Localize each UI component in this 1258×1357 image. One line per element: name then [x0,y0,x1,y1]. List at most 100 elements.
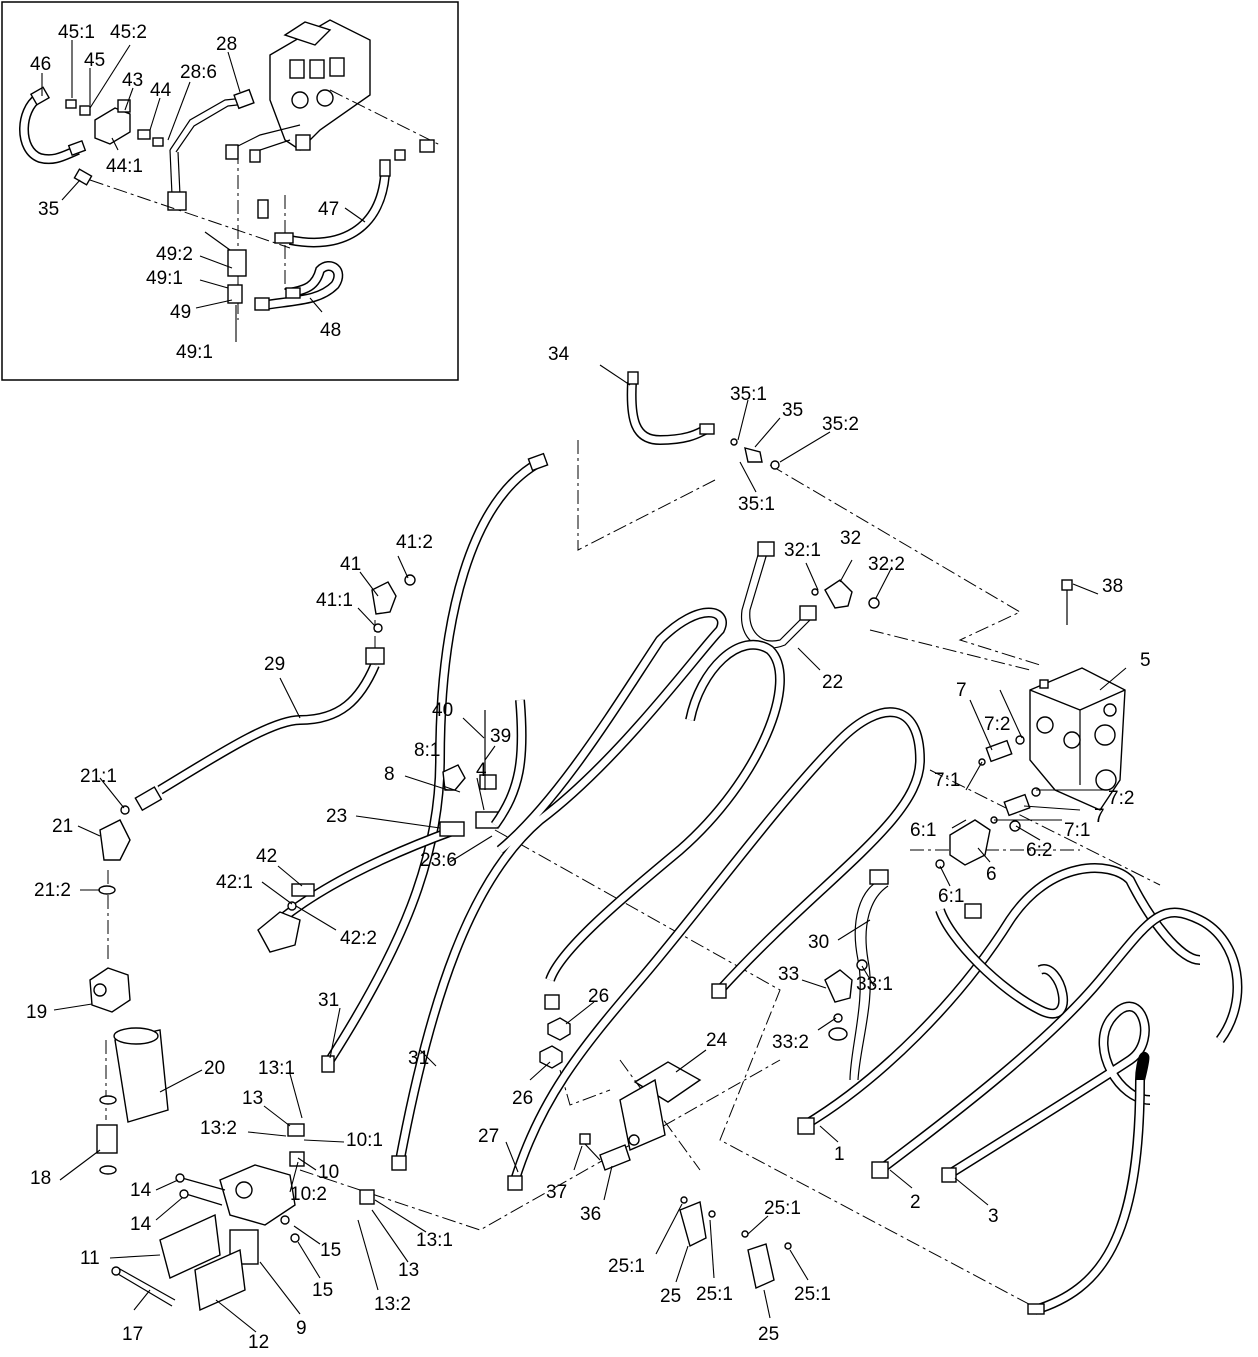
label-7-bottom: 7 [1094,806,1105,827]
label-14-bottom: 14 [130,1214,152,1235]
label-19: 19 [26,1002,47,1023]
label-21: 21 [52,816,73,837]
label-22: 22 [822,672,843,693]
label-8-1: 8:1 [414,740,440,761]
label-48: 48 [320,320,341,341]
label-42: 42 [256,846,277,867]
inset-panel [1,1,459,381]
label-23: 23 [326,806,347,827]
label-34: 34 [548,344,570,365]
label-35-1-top: 35:1 [730,384,767,405]
callout-labels: 45:1 45:2 46 45 43 28 44 28:6 44:1 35 47… [26,22,1151,1353]
label-6-2: 6:2 [1026,840,1052,861]
label-10-1: 10:1 [346,1130,383,1151]
label-32: 32 [840,528,861,549]
label-31-lower: 31 [408,1048,429,1069]
label-41-1: 41:1 [316,590,353,611]
label-46: 46 [30,54,51,75]
label-2: 2 [910,1192,921,1213]
label-44: 44 [150,80,172,101]
label-28: 28 [216,34,237,55]
label-45-1: 45:1 [58,22,95,43]
label-30: 30 [808,932,829,953]
label-42-2: 42:2 [340,928,377,949]
label-49-1-bottom: 49:1 [176,342,213,363]
label-37: 37 [546,1182,567,1203]
label-3: 3 [988,1206,999,1227]
label-27: 27 [478,1126,499,1147]
label-18: 18 [30,1168,51,1189]
label-49-2: 49:2 [156,244,193,265]
label-6: 6 [986,864,997,885]
label-9: 9 [296,1318,307,1339]
label-41: 41 [340,554,361,575]
label-5: 5 [1140,650,1151,671]
label-25-right: 25 [758,1324,779,1345]
label-24: 24 [706,1030,728,1051]
label-6-1-top: 6:1 [910,820,936,841]
label-13-2-top: 13:2 [200,1118,237,1139]
label-11: 11 [80,1248,100,1269]
label-43: 43 [122,70,143,91]
label-29: 29 [264,654,285,675]
label-1: 1 [834,1144,845,1165]
label-33-2: 33:2 [772,1032,809,1053]
label-13-bottom: 13 [398,1260,419,1281]
label-36: 36 [580,1204,601,1225]
label-25-left: 25 [660,1286,681,1307]
label-47: 47 [318,199,339,220]
label-25-1-d: 25:1 [794,1284,831,1305]
label-49-1: 49:1 [146,268,183,289]
label-42-1: 42:1 [216,872,253,893]
label-4: 4 [476,760,487,781]
label-45: 45 [84,50,105,71]
label-17: 17 [122,1324,143,1345]
label-41-2: 41:2 [396,532,433,553]
label-13-top: 13 [242,1088,263,1109]
label-12: 12 [248,1332,269,1353]
label-35-1-bottom: 35:1 [738,494,775,515]
label-15-bottom: 15 [312,1280,333,1301]
label-14-top: 14 [130,1180,152,1201]
label-39: 39 [490,726,511,747]
label-7-2-bottom: 7:2 [1108,788,1134,809]
label-21-2: 21:2 [34,880,71,901]
label-20: 20 [204,1058,225,1079]
label-13-2-bottom: 13:2 [374,1294,411,1315]
label-13-1-bottom: 13:1 [416,1230,453,1251]
label-40: 40 [432,700,453,721]
label-38: 38 [1102,576,1123,597]
label-25-1-c: 25:1 [764,1198,801,1219]
label-7-top: 7 [956,680,967,701]
label-31-upper: 31 [318,990,339,1011]
label-7-1-bottom: 7:1 [1064,820,1090,841]
main-assembly [89,371,1243,1315]
label-33: 33 [778,964,799,985]
label-26-bottom: 26 [512,1088,533,1109]
label-13-1-top: 13:1 [258,1058,295,1079]
label-7-2-top: 7:2 [984,714,1010,735]
label-6-1-bottom: 6:1 [938,886,964,907]
inset-valve-assembly [269,19,371,151]
label-32-2: 32:2 [868,554,905,575]
label-35: 35 [782,400,803,421]
label-26-top: 26 [588,986,609,1007]
label-25-1-b: 25:1 [696,1284,733,1305]
label-21-1: 21:1 [80,766,117,787]
label-44-1: 44:1 [106,156,143,177]
label-28-6: 28:6 [180,62,217,83]
leader-lines [41,40,1127,1333]
label-33-1: 33:1 [856,974,893,995]
label-49: 49 [170,302,191,323]
label-7-1-top: 7:1 [934,770,960,791]
label-35-inset: 35 [38,199,59,220]
label-32-1: 32:1 [784,540,821,561]
label-10: 10 [318,1162,339,1183]
label-8: 8 [384,764,395,785]
label-45-2: 45:2 [110,22,147,43]
label-15-top: 15 [320,1240,341,1261]
label-23-6: 23:6 [420,850,457,871]
label-10-2: 10:2 [290,1184,327,1205]
label-25-1-a: 25:1 [608,1256,645,1277]
